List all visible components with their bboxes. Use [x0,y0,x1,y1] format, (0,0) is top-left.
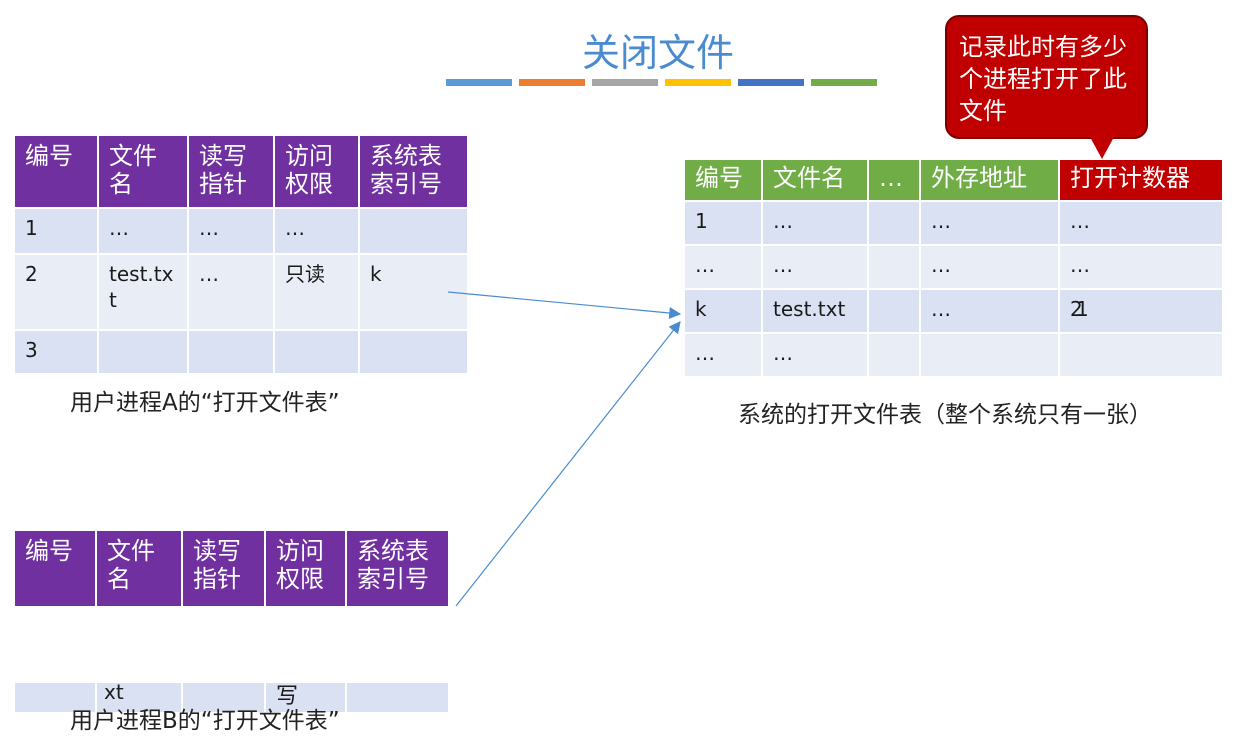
table-row: … … … … [683,245,1222,290]
header-cell: 外存地址 [919,160,1059,202]
table-cell: k [683,289,762,334]
table-cell: 2 [13,254,98,331]
table-cell: … [919,201,1059,246]
table-cell: k [358,254,467,331]
header-cell: 文件名 [761,160,868,202]
header-cell: 编号 [13,136,98,209]
table-cell: … [761,245,868,290]
color-bar [592,79,658,86]
color-bar [519,79,585,86]
table-row: 1 … … … [683,201,1222,246]
table-cell: … [273,208,359,255]
table-row: k test.txt … 2 1 [683,289,1222,334]
header-cell: 访问权限 [264,531,346,608]
table-header-row: 编号 文件名 … 外存地址 打开计数器 [683,160,1222,202]
header-cell: 读写指针 [181,531,265,608]
color-bar [738,79,804,86]
system-open-file-table: 编号 文件名 … 外存地址 打开计数器 1 … … … … … … … k te… [683,160,1222,378]
table-cell: … [1058,201,1222,246]
table-cell [867,289,920,334]
header-cell: 访问权限 [273,136,359,209]
header-cell: 编号 [683,160,762,202]
process-a-caption: 用户进程A的“打开文件表” [70,390,340,416]
arrow-a-to-system [447,291,682,319]
header-cell: 系统表索引号 [345,531,448,608]
table-cell: … [919,289,1059,334]
callout-pointer [1090,137,1114,159]
callout-box: 记录此时有多少个进程打开了此文件 [945,15,1148,139]
color-bar [446,79,512,86]
table-cell: … [683,245,762,290]
open-counter-header: 打开计数器 [1058,160,1222,202]
table-cell: … [761,333,868,378]
table-cell: … [187,208,274,255]
table-cell [187,330,274,375]
system-table-caption: 系统的打开文件表（整个系统只有一张） [738,402,1152,428]
table-cell: test.txt [97,254,188,331]
table-row: … … [683,333,1222,378]
header-cell: 文件名 [97,136,188,209]
table-cell [919,333,1059,378]
animation-mask [0,607,460,683]
header-cell: … [867,160,920,202]
table-cell [867,333,920,378]
table-cell: … [919,245,1059,290]
table-cell [358,208,467,255]
table-cell: … [187,254,274,331]
table-cell [867,201,920,246]
table-cell: … [683,333,762,378]
table-cell [97,330,188,375]
table-header-row: 编号 文件名 读写指针 访问权限 系统表索引号 [13,531,448,608]
open-counter-cell: 2 1 [1058,289,1222,334]
process-a-open-file-table: 编号 文件名 读写指针 访问权限 系统表索引号 1 … … … 2 test.t… [13,136,467,375]
slide-title: 关闭文件 [581,31,734,75]
table-row: 3 [13,330,467,375]
table-cell [1058,333,1222,378]
counter-value: 2 [1070,297,1083,321]
table-cell [358,330,467,375]
color-bar [665,79,731,86]
table-cell: test.txt [761,289,868,334]
table-cell: … [761,201,868,246]
table-cell: 3 [13,330,98,375]
table-header-row: 编号 文件名 读写指针 访问权限 系统表索引号 [13,136,467,209]
table-cell [867,245,920,290]
counter-value-overwrite: 1 [1076,297,1089,321]
header-cell: 读写指针 [187,136,274,209]
table-cell [273,330,359,375]
arrow-b-to-system [455,321,681,607]
table-cell: … [1058,245,1222,290]
table-cell: … [97,208,188,255]
header-cell: 系统表索引号 [358,136,467,209]
table-cell: 1 [683,201,762,246]
table-cell: 1 [13,208,98,255]
table-row: 2 test.txt … 只读 k [13,254,467,331]
color-bar [811,79,877,86]
table-cell: 只读 [273,254,359,331]
table-fragment: 写 [276,684,299,709]
table-fragment: xt [104,680,124,704]
header-cell: 编号 [13,531,96,608]
table-row: 1 … … … [13,208,467,255]
process-b-caption: 用户进程B的“打开文件表” [70,708,340,734]
header-cell: 文件名 [95,531,182,608]
